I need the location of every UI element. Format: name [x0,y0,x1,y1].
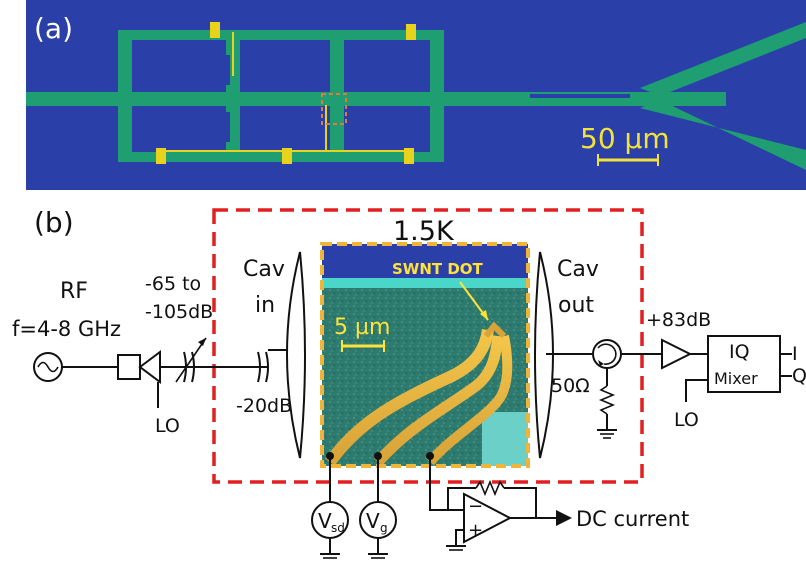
gold-leads [156,22,416,164]
dot-location-marker [321,93,347,125]
resonator-structure [26,22,806,170]
panel-a-label: (a) [34,12,73,45]
cavity-in-bottom: in [255,293,275,318]
vg-label-main: V [366,509,380,533]
termination-value: 50Ω [551,375,590,397]
svg-text:−: − [468,496,483,517]
iq-mixer-box [707,335,781,393]
fixed-attenuator-icon [257,351,269,383]
vsd-source-icon: V sd [311,501,349,559]
cryostat-boundary [212,208,644,484]
source-lo-label: LO [155,415,180,437]
panel-b-label: (b) [34,206,74,239]
mixer-lo-label: LO [674,409,699,431]
micrograph-tag: SWNT DOT [392,260,484,278]
cavity-in-top: Cav [243,257,285,282]
amplifier-gain: +83dB [646,309,711,331]
micrograph-scale-label: 5 µm [334,315,390,340]
attenuator-range-top: -65 to [145,273,201,295]
variable-attenuator-icon [175,337,207,383]
attenuator-range-bottom: -105dB [145,301,213,323]
feedback-resistor-icon [475,479,505,497]
iq-mixer-title: IQ [729,341,750,363]
panel-a-scale-label: 50 µm [580,122,670,155]
amplifier-icon [661,338,693,370]
cavity-out-mirror [534,251,554,459]
vsd-label-main: V [318,509,332,533]
vsd-label-sub: sd [331,521,345,535]
mixer-output-i: I [792,343,798,365]
rf-title: RF [60,279,88,304]
panel-b: (b) 1.5K RF f=4-8 GHz LO -65 to -105dB - [12,206,806,559]
cavity-out-top: Cav [557,257,599,282]
swnt-micrograph: SWNT DOT 5 µm [320,242,530,468]
mixer-output-q: Q [792,365,806,387]
vg-source-icon: V g [359,501,397,559]
vg-label-sub: g [380,521,388,535]
svg-text:+: + [468,520,483,541]
cryostat-temperature: 1.5K [393,216,455,247]
rf-frequency: f=4-8 GHz [12,317,121,341]
dc-output-arrow [556,510,572,526]
termination-resistor-icon [598,385,616,415]
iq-mixer-name: Mixer [714,369,758,388]
dc-output-label: DC current [576,507,689,531]
splitter-icon [117,354,141,380]
panel-a: (a) 50 µm [26,0,806,190]
cavity-out-bottom: out [558,293,594,318]
cavity-in-mirror [286,251,306,459]
transimpedance-amplifier-icon [463,492,513,544]
fixed-attenuator-value: -20dB [236,395,292,417]
ground-icon [597,429,617,439]
